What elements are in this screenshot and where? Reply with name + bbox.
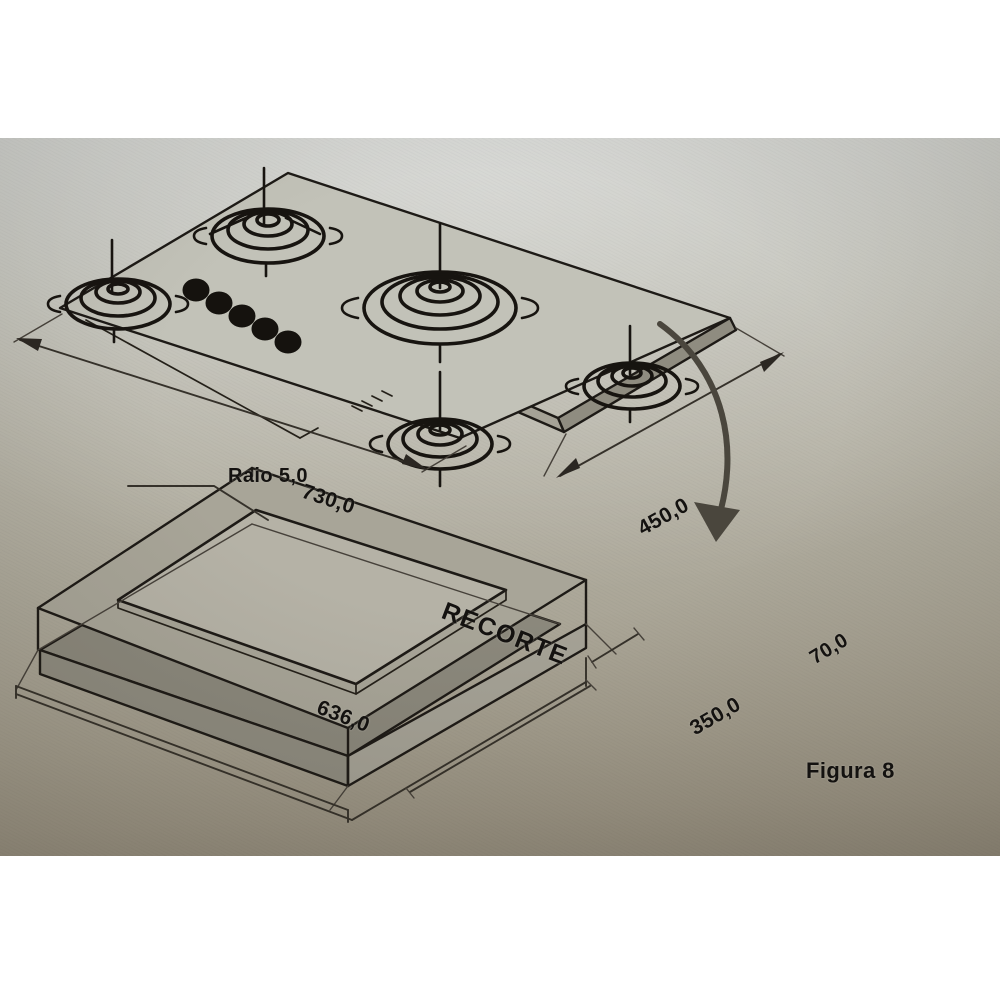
dimension-730 <box>13 313 467 473</box>
burner-left <box>46 238 190 344</box>
raio-leader-line <box>127 485 269 521</box>
figure-caption: Figura 8 <box>806 758 895 783</box>
burner-rear-center <box>192 166 344 278</box>
knob-2 <box>205 291 233 315</box>
dimension-70 <box>587 627 645 669</box>
burner-front <box>368 370 512 488</box>
cutout-projection-lines <box>15 623 617 811</box>
cooktop-front-vents <box>351 390 393 412</box>
dimension-350 <box>405 679 597 799</box>
dimension-450 <box>543 327 785 478</box>
assembly-direction-arrow <box>657 321 740 542</box>
knob-4 <box>251 317 279 341</box>
raio-label: Raio 5,0 <box>228 465 308 487</box>
knob-1 <box>182 278 210 302</box>
photo-vignette <box>0 138 1000 856</box>
cutout-lower-outline <box>15 657 587 821</box>
countertop-cutout-body <box>36 466 588 788</box>
scanned-photo-area: 730,0 450,0 Raio 5,0 RECORTE 636,0 350,0… <box>0 138 1000 856</box>
control-knobs <box>182 278 302 354</box>
technical-drawing <box>13 166 785 823</box>
knob-3 <box>228 304 256 328</box>
knob-5 <box>274 330 302 354</box>
burner-right <box>564 324 700 424</box>
burner-center-large <box>340 222 540 364</box>
dimension-636 <box>15 685 349 823</box>
